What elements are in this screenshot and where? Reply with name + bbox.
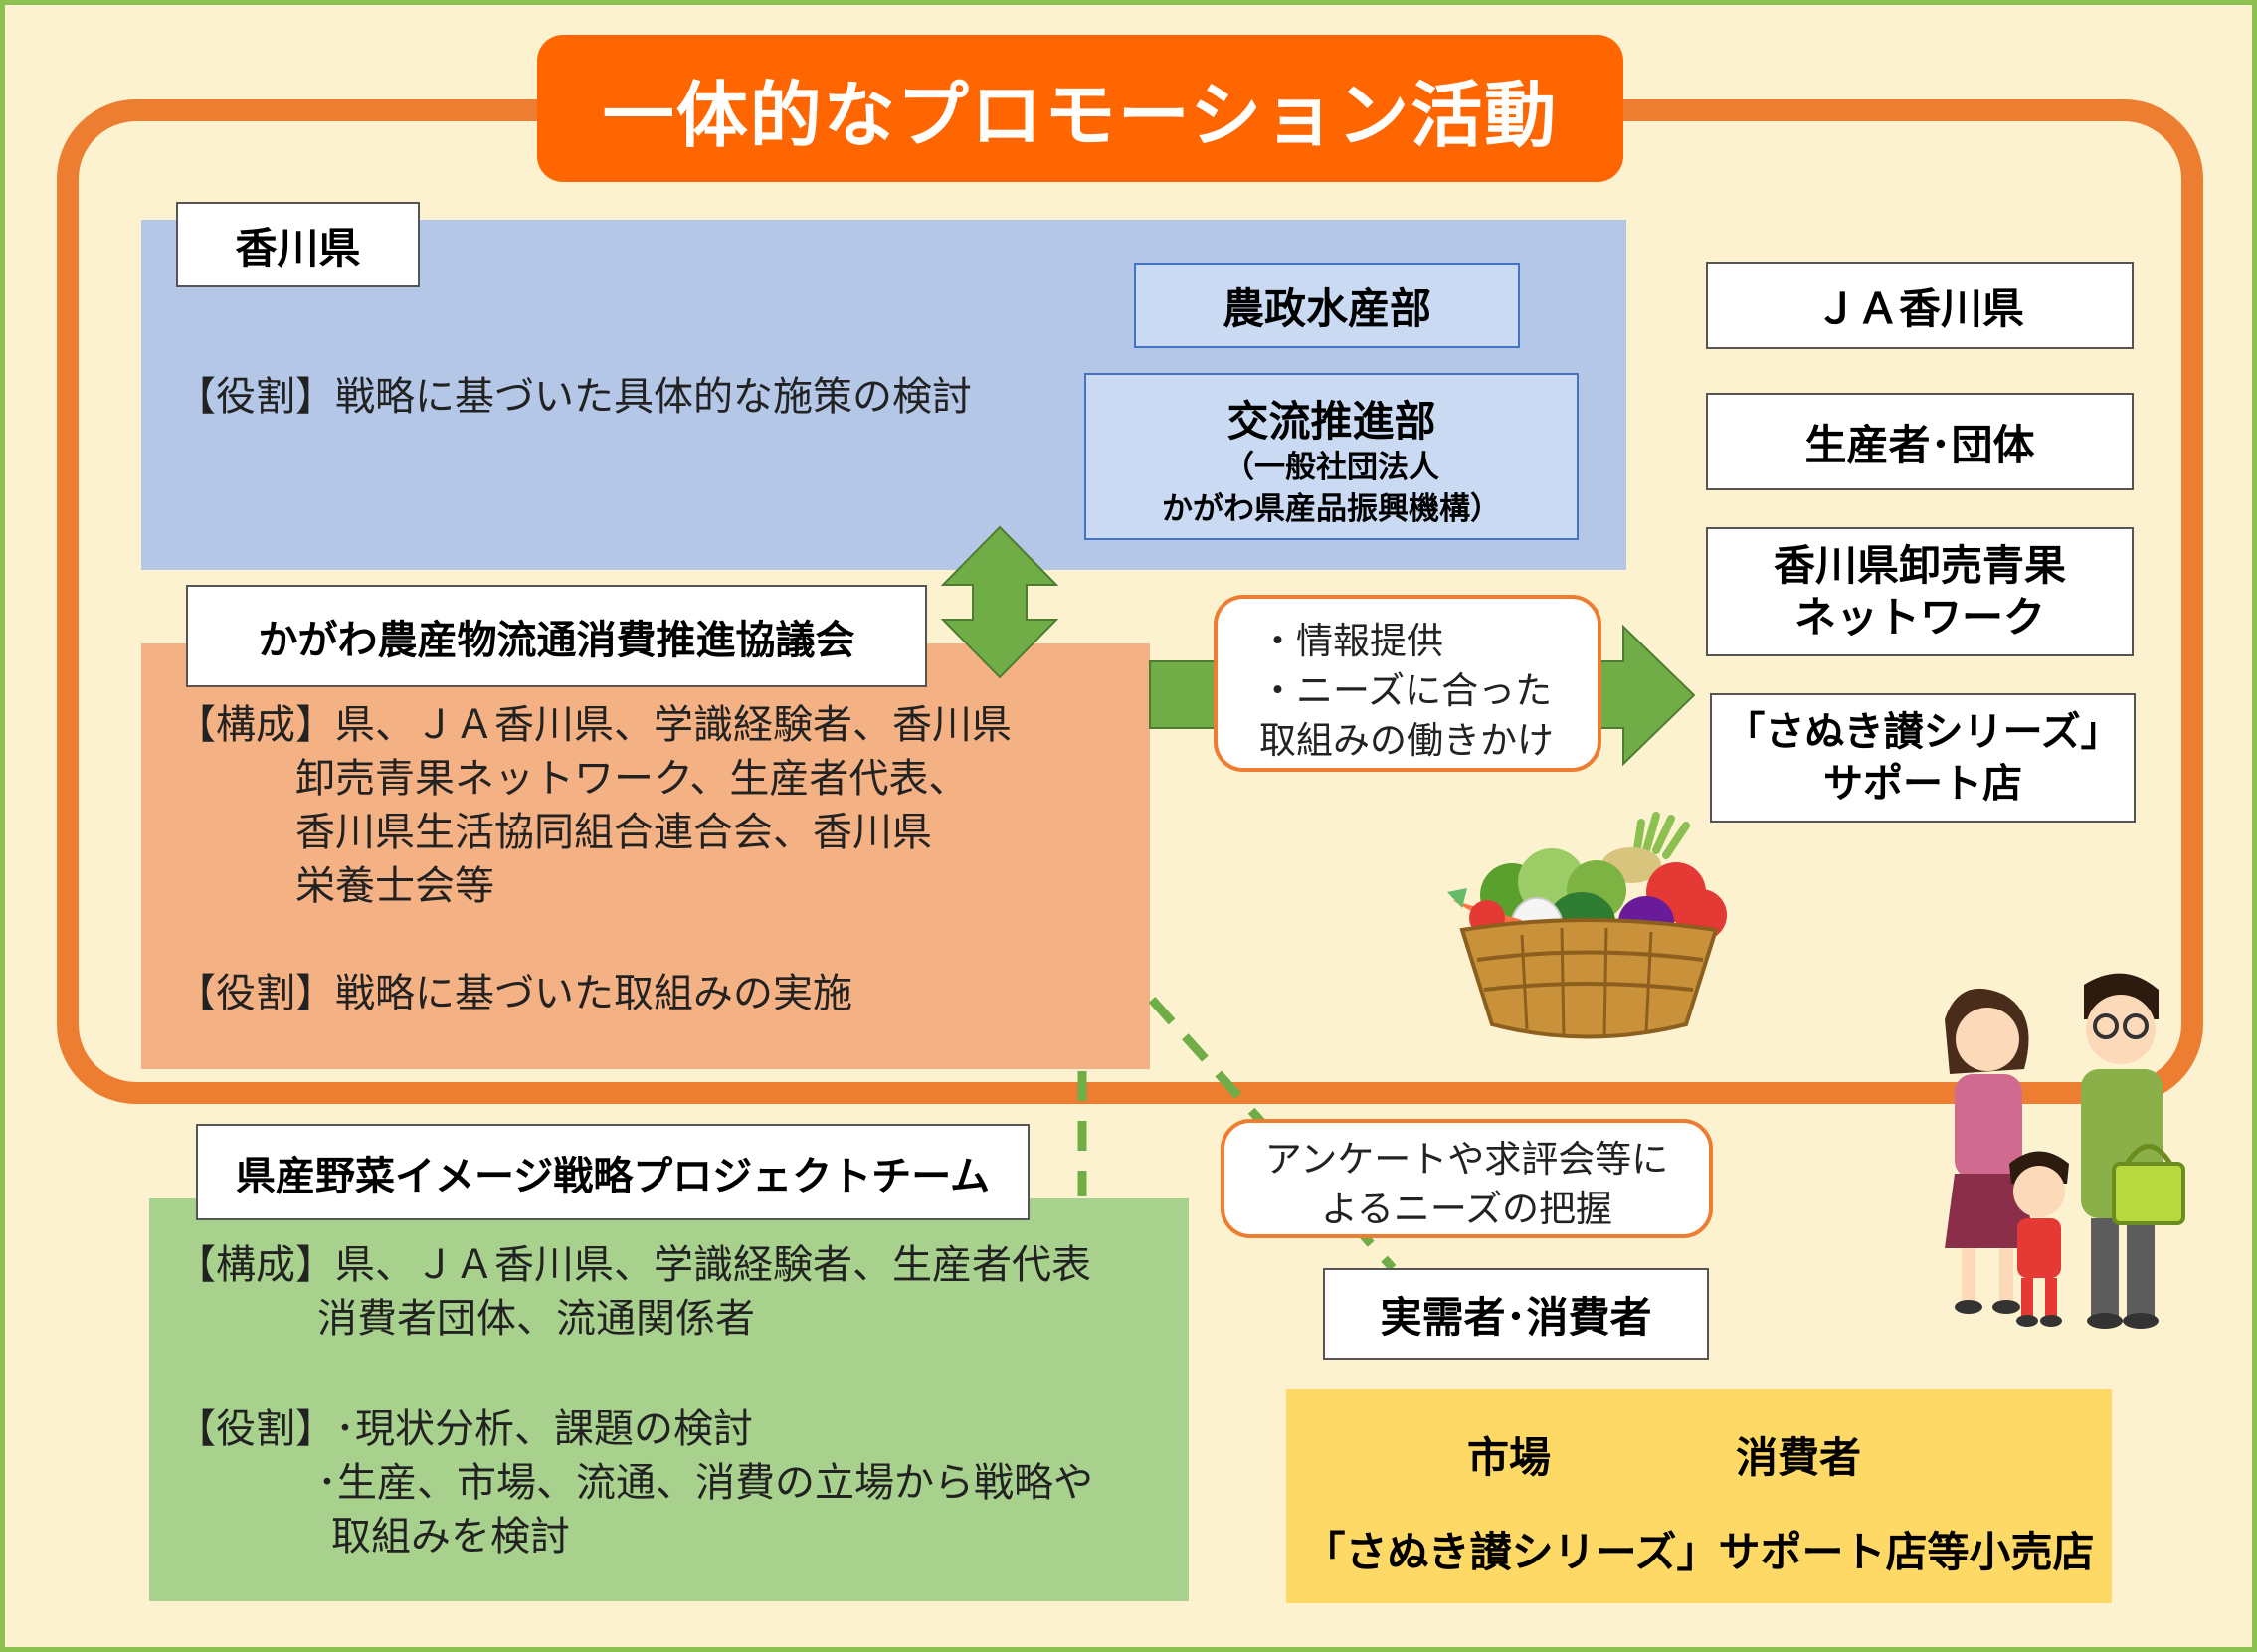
retail-panel	[1286, 1389, 2112, 1603]
support-line-1: 「さぬき讃シリーズ」	[1725, 709, 2121, 755]
kagawa-label: 香川県	[176, 202, 420, 287]
info-line-2: ・ニーズに合った	[1259, 669, 1553, 712]
market-label: 市場	[1467, 1433, 1552, 1482]
dept-exchange-sub1: （一般社団法人	[1223, 450, 1439, 485]
council-composition-1: 【構成】県、ＪＡ香川県、学識経験者、香川県	[176, 702, 1012, 748]
survey-line-1: アンケートや求評会等に	[1264, 1138, 1669, 1181]
info-line-1: ・情報提供	[1259, 620, 1443, 662]
double-arrow-icon	[940, 525, 1059, 679]
consumers-label: 実需者･消費者	[1323, 1268, 1709, 1360]
project-role-2: ･生産、市場、流通、消費の立場から戦略や	[317, 1460, 1093, 1506]
retail-stores-label: 「さぬき讃シリーズ」サポート店等小売店	[1303, 1528, 2095, 1576]
project-role-3: 取組みを検討	[331, 1514, 570, 1560]
dept-exchange-sub2: かがわ県産品振興機構）	[1162, 491, 1501, 527]
council-role: 【役割】戦略に基づいた取組みの実施	[176, 971, 852, 1016]
dept-exchange-name: 交流推進部	[1226, 397, 1436, 446]
project-role-1: 【役割】･現状分析、課題の検討	[176, 1406, 753, 1452]
box-support-stores: 「さぬき讃シリーズ」 サポート店	[1710, 693, 2136, 823]
project-composition-2: 消費者団体、流通関係者	[317, 1296, 755, 1342]
dept-agriculture: 農政水産部	[1134, 263, 1520, 348]
box-producers: 生産者･団体	[1706, 393, 2134, 490]
project-composition-1: 【構成】県、ＪＡ香川県、学識経験者、生産者代表	[176, 1242, 1091, 1288]
council-composition-2: 卸売青果ネットワーク、生産者代表、	[295, 756, 969, 802]
dept-exchange: 交流推進部 （一般社団法人 かがわ県産品振興機構）	[1084, 373, 1579, 540]
project-label: 県産野菜イメージ戦略プロジェクトチーム	[196, 1124, 1030, 1220]
survey-line-2: よるニーズの把握	[1320, 1188, 1613, 1230]
council-composition-4: 栄養士会等	[295, 863, 494, 909]
wholesale-line-2: ネットワーク	[1793, 593, 2045, 642]
diagram-title: 一体的なプロモーション活動	[537, 35, 1623, 182]
info-callout: ・情報提供 ・ニーズに合った 取組みの働きかけ	[1214, 595, 1601, 772]
consumer-label: 消費者	[1736, 1433, 1862, 1482]
box-ja-kagawa: ＪＡ香川県	[1706, 262, 2134, 349]
kagawa-role: 【役割】戦略に基づいた具体的な施策の検討	[176, 374, 972, 420]
wholesale-line-1: 香川県卸売青果	[1773, 541, 2066, 590]
council-composition-3: 香川県生活協同組合連合会、香川県	[295, 810, 932, 855]
box-wholesale-network: 香川県卸売青果 ネットワーク	[1706, 527, 2134, 656]
project-panel	[149, 1198, 1189, 1601]
support-line-2: サポート店	[1823, 761, 2022, 807]
council-panel	[141, 643, 1150, 1069]
vegetable-basket-icon	[1447, 812, 1727, 1039]
survey-callout: アンケートや求評会等に よるニーズの把握	[1221, 1119, 1713, 1238]
council-label: かがわ農産物流通消費推進協議会	[186, 585, 927, 687]
info-line-3: 取組みの働きかけ	[1259, 719, 1554, 762]
family-icon	[1945, 973, 2185, 1329]
